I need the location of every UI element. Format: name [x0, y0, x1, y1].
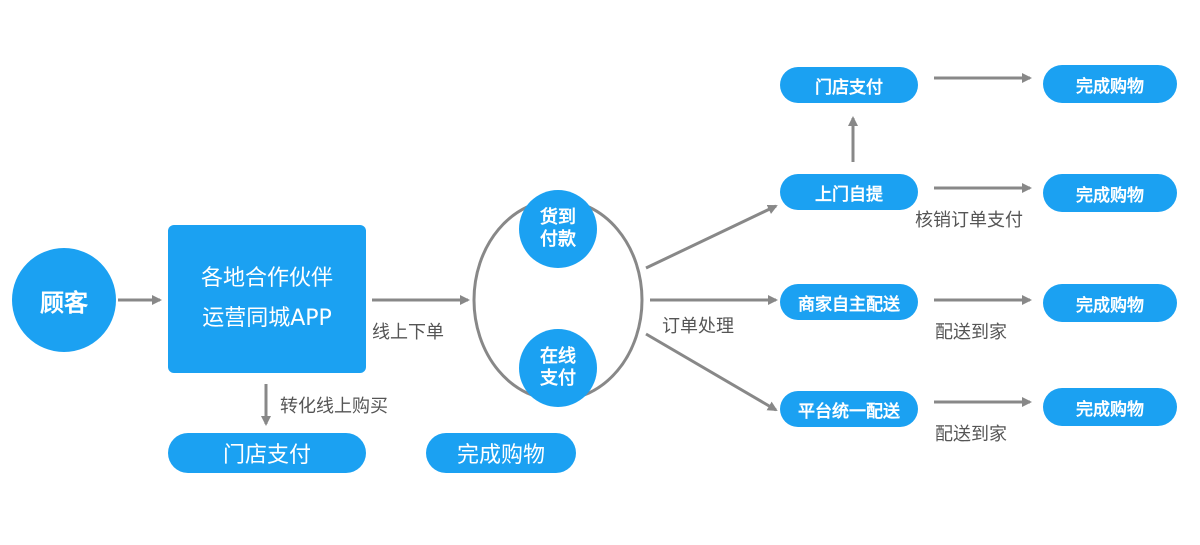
pickup-node: 上门自提: [780, 174, 918, 210]
pickup-label: 上门自提: [815, 184, 883, 205]
verify-order-pay-label: 核销订单支付: [915, 210, 1023, 231]
cod-line2: 付款: [540, 229, 576, 250]
convert-online-label: 转化线上购买: [280, 396, 388, 417]
customer-node: 顾客: [12, 248, 116, 352]
city-app-line1: 各地合作伙伴: [200, 266, 333, 291]
platform-delivery-node: 平台统一配送: [780, 391, 918, 427]
store-pay-bottom-label: 门店支付: [222, 443, 311, 468]
complete-label-3: 完成购物: [1076, 295, 1144, 316]
store-pay-bottom-node: 门店支付: [168, 433, 366, 473]
deliver-home-label-1: 配送到家: [935, 322, 1007, 343]
platform-delivery-label: 平台统一配送: [798, 401, 900, 422]
complete-label-2: 完成购物: [1076, 185, 1144, 206]
store-pay-top-node: 门店支付: [780, 67, 918, 103]
arrow-to-platform-delivery: [645, 332, 778, 412]
city-app-line2: 运营同城APP: [202, 306, 332, 331]
cod-line1: 货到: [540, 207, 576, 228]
cod-node: 货到 付款: [519, 190, 597, 268]
order-processing-label: 订单处理: [662, 316, 734, 337]
complete-bottom-label: 完成购物: [456, 443, 545, 468]
online-line1: 在线: [540, 346, 576, 367]
complete-node-1: 完成购物: [1043, 65, 1177, 103]
complete-label-4: 完成购物: [1076, 399, 1144, 420]
merchant-delivery-node: 商家自主配送: [780, 284, 918, 320]
online-order-label: 线上下单: [372, 322, 444, 343]
customer-label: 顾客: [40, 288, 88, 317]
complete-bottom-node: 完成购物: [426, 433, 576, 473]
online-line2: 支付: [540, 368, 576, 389]
city-app-node: 各地合作伙伴 运营同城APP: [168, 225, 366, 373]
arrow-to-pickup: [645, 204, 778, 270]
complete-node-2: 完成购物: [1043, 174, 1177, 212]
merchant-delivery-label: 商家自主配送: [798, 294, 900, 315]
store-pay-top-label: 门店支付: [815, 77, 883, 98]
complete-node-4: 完成购物: [1043, 388, 1177, 426]
complete-node-3: 完成购物: [1043, 284, 1177, 322]
complete-label-1: 完成购物: [1076, 76, 1144, 97]
online-pay-node: 在线 支付: [519, 329, 597, 407]
deliver-home-label-2: 配送到家: [935, 424, 1007, 445]
